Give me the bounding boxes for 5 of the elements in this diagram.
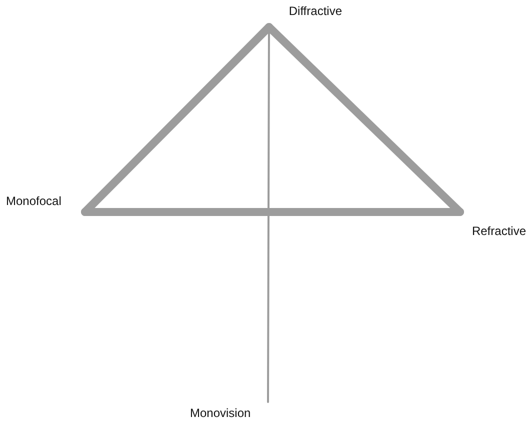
node-label: Monofocal bbox=[6, 194, 62, 208]
node-label: Diffractive bbox=[288, 4, 342, 18]
node-label: Monovision bbox=[190, 406, 251, 420]
node-label: Refractive bbox=[472, 224, 526, 238]
tube-line bbox=[81, 208, 464, 216]
